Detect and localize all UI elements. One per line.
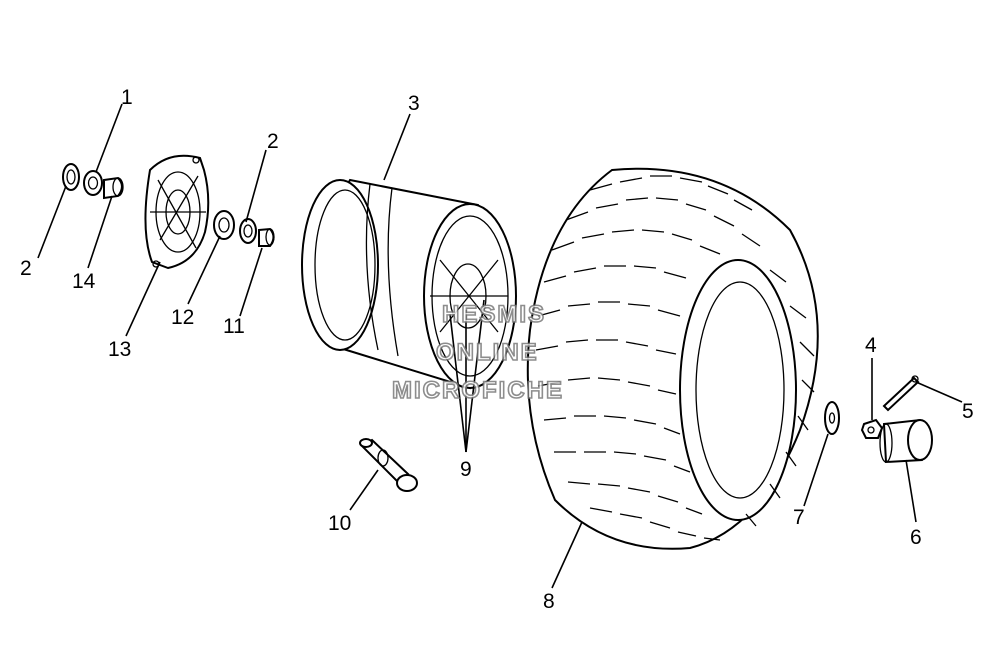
callout-3: 3	[408, 92, 420, 115]
callout-5: 5	[962, 400, 974, 423]
seal-right	[239, 218, 257, 244]
callout-9: 9	[460, 458, 472, 481]
wheel-hub-13	[144, 154, 210, 270]
callout-13: 13	[108, 338, 131, 361]
watermark-line-1: HESMIS	[442, 301, 546, 328]
callout-11: 11	[223, 315, 245, 338]
watermark-line-3: MICROFICHE	[392, 377, 564, 404]
tire-8	[526, 167, 819, 550]
callout-6: 6	[910, 526, 922, 549]
callout-1: 1	[121, 86, 133, 109]
watermark-line-2: ONLINE	[436, 339, 539, 366]
bearing-12	[213, 210, 235, 240]
callout-labels: 1 2 14 13 12 2 11 3 9 10 8 7 4 5 6	[20, 86, 974, 613]
tire-tread-pattern	[535, 175, 815, 541]
rim-3	[301, 178, 517, 390]
bearing-1	[83, 170, 103, 196]
callout-8: 8	[543, 590, 555, 613]
valve-stem-10	[359, 438, 418, 492]
castle-nut-4	[860, 418, 884, 439]
callout-2-right: 2	[267, 130, 279, 153]
cap-11	[258, 227, 275, 247]
spacer-14	[103, 176, 124, 200]
leader-lines	[37, 103, 963, 589]
callout-7: 7	[793, 506, 805, 529]
washer-7	[824, 401, 840, 435]
callout-4: 4	[865, 334, 877, 357]
watermark: HESMIS ONLINE MICROFICHE	[391, 300, 564, 405]
cotter-pin-5	[882, 375, 920, 412]
dust-cap-6	[879, 418, 933, 464]
callout-14: 14	[72, 270, 96, 293]
seal-left	[62, 163, 80, 191]
callout-12: 12	[171, 306, 194, 329]
callout-10: 10	[328, 512, 351, 535]
callout-2-left: 2	[20, 257, 32, 280]
